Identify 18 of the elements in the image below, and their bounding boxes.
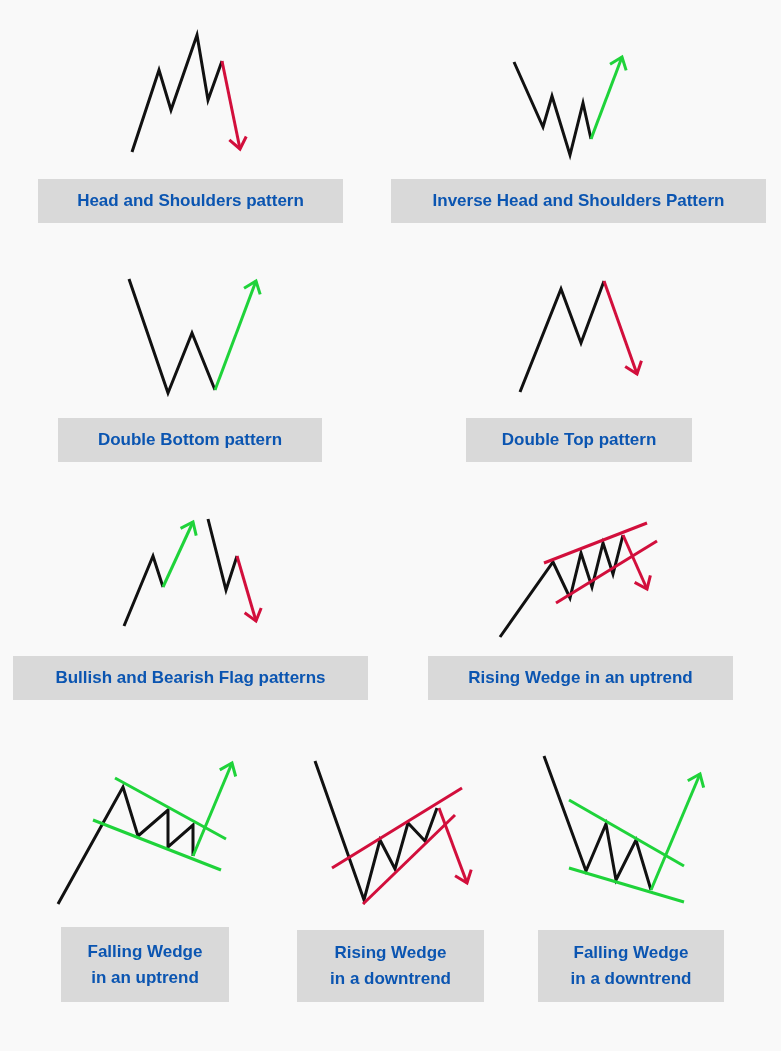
pattern-name: Rising Wedge in an uptrend <box>468 667 693 689</box>
caption-panel <box>13 656 368 700</box>
pattern-name: Double Bottom pattern <box>97 429 283 451</box>
caption-panel <box>466 418 692 462</box>
pattern-name: Bullish and Bearish Flag patterns <box>55 667 326 689</box>
caption-panel <box>428 656 733 700</box>
caption-panel <box>38 179 343 223</box>
caption-panel <box>391 179 766 223</box>
pattern-name: Falling Wedge in a downtrend <box>569 942 693 990</box>
pattern-name: Inverse Head and Shoulders Pattern <box>432 190 725 212</box>
caption-panel <box>297 930 484 1002</box>
pattern-name: Double Top pattern <box>501 429 657 451</box>
caption-panel <box>58 418 322 462</box>
caption-panel <box>538 930 724 1002</box>
caption-panel <box>61 927 229 1002</box>
pattern-name: Rising Wedge in a downtrend <box>329 942 452 990</box>
pattern-name: Falling Wedge in an uptrend <box>86 940 204 989</box>
pattern-name: Head and Shoulders pattern <box>77 190 304 212</box>
